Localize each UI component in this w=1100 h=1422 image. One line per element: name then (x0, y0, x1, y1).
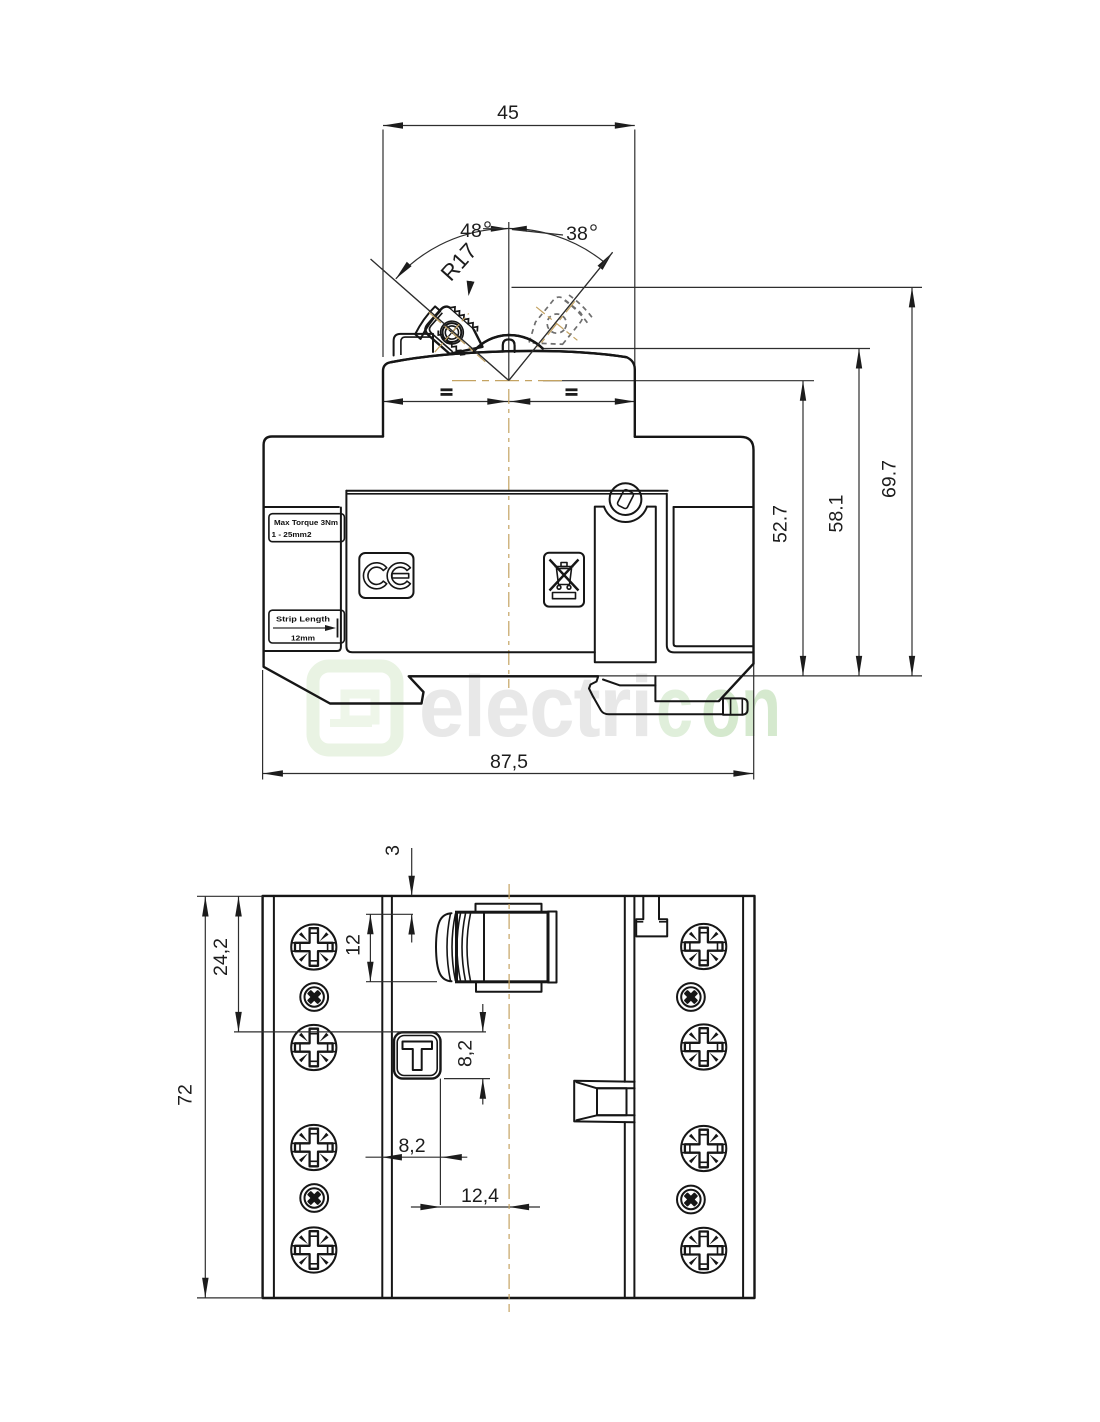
svg-text:38: 38 (566, 223, 588, 245)
svg-text:on: on (701, 659, 781, 755)
svg-text:12,4: 12,4 (461, 1185, 499, 1207)
svg-text:58.1: 58.1 (826, 495, 848, 533)
svg-text:87,5: 87,5 (490, 751, 528, 773)
svg-text:Strip Length: Strip Length (276, 615, 330, 624)
svg-text:12: 12 (343, 934, 365, 956)
svg-text:45: 45 (497, 102, 519, 124)
svg-text:12mm: 12mm (291, 634, 315, 643)
svg-text:3: 3 (382, 845, 404, 856)
svg-text:69.7: 69.7 (879, 460, 901, 498)
svg-text:52.7: 52.7 (770, 505, 792, 543)
svg-text:72: 72 (175, 1084, 197, 1106)
svg-text:8,2: 8,2 (398, 1135, 425, 1157)
svg-text:48: 48 (460, 220, 482, 242)
svg-text:electri: electri (419, 659, 652, 755)
svg-text:8,2: 8,2 (455, 1040, 477, 1067)
svg-text:c: c (656, 659, 693, 755)
svg-text:Max Torque 3Nm: Max Torque 3Nm (274, 518, 338, 527)
svg-text:24,2: 24,2 (210, 938, 232, 976)
svg-text:1 - 25mm2: 1 - 25mm2 (272, 530, 312, 539)
